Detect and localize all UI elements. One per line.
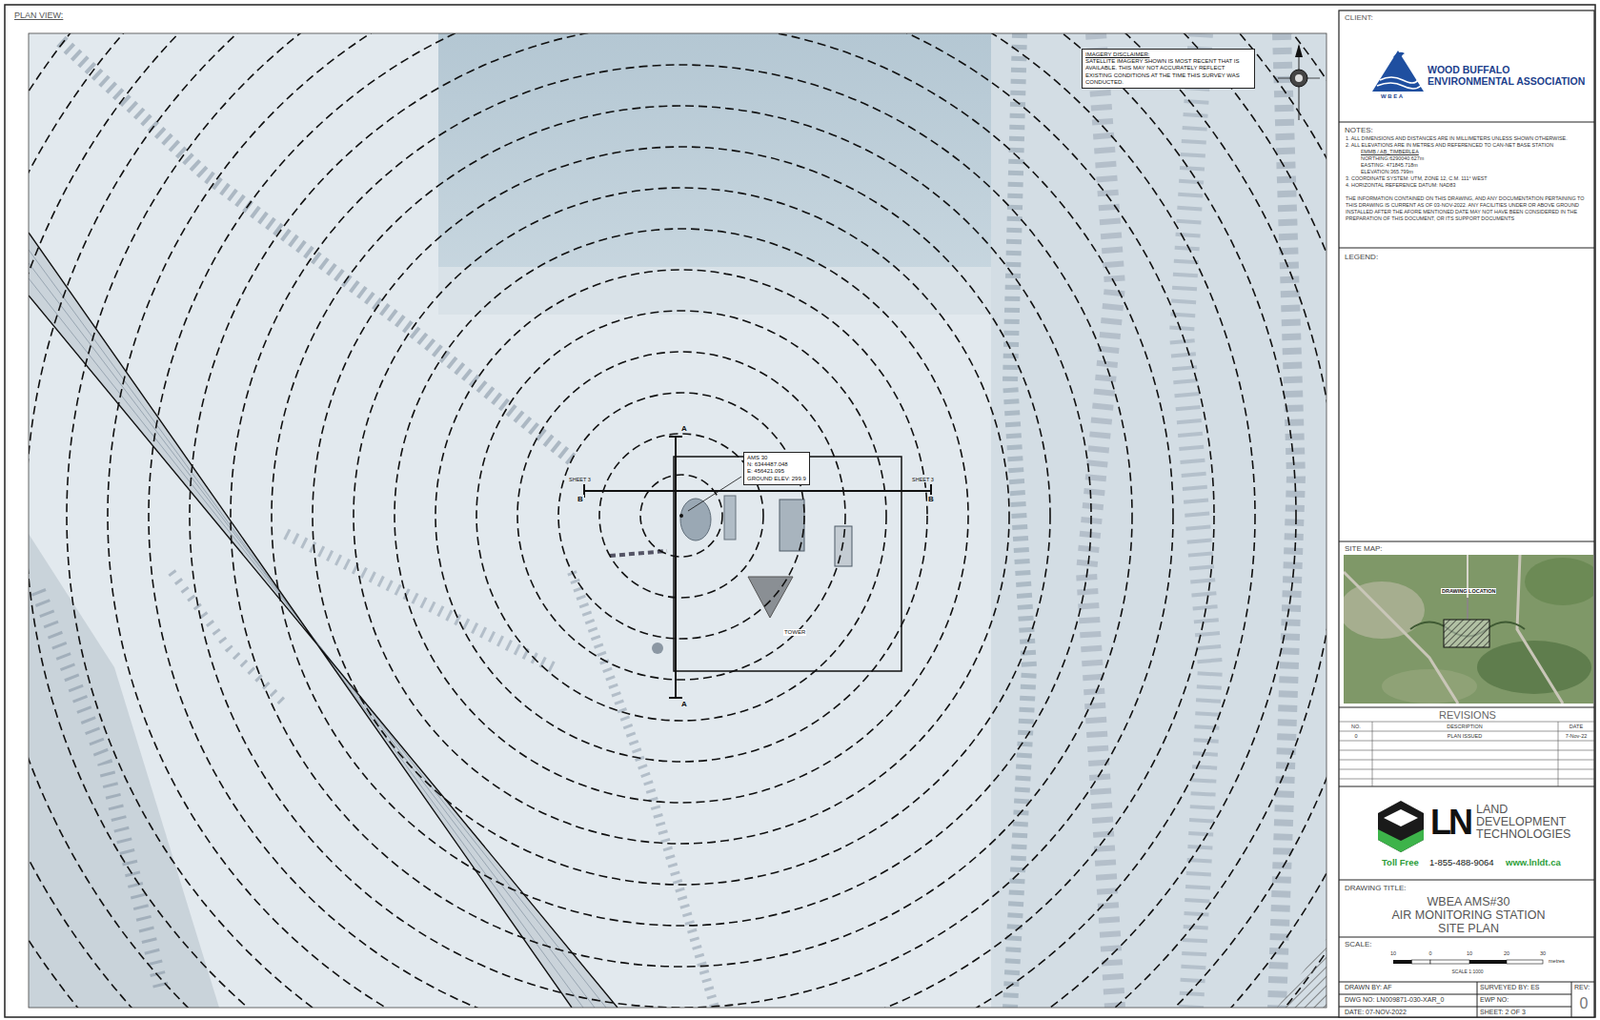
drawing-title: AIR MONITORING STATION <box>1391 908 1545 922</box>
note-text: ELEVATION:365.799m <box>1345 168 1590 176</box>
box-heading: AMS 30 <box>747 454 807 462</box>
station-callout: AMS 30N: 6344487.048E: 456421.095GROUND … <box>743 451 811 486</box>
title-field: DRAWN BY: AF <box>1344 983 1393 992</box>
title-field: DATE: 07-NOV-2022 <box>1344 1008 1407 1016</box>
title-field: SHEET: 2 OF 3 <box>1479 1008 1526 1016</box>
scale-number: 10 <box>1466 950 1473 956</box>
title-field: SURVEYED BY: ES <box>1479 983 1540 992</box>
revision-number: 0 <box>1579 995 1589 1012</box>
box-heading: IMAGERY DISCLAIMER: <box>1085 51 1252 59</box>
note-text: 4. HORIZONTAL REFERENCE DATUM: NAD83 <box>1345 182 1590 189</box>
scale-unit: metres <box>1548 957 1565 964</box>
note-text: 1. ALL DIMENSIONS AND DISTANCES ARE IN M… <box>1345 135 1590 142</box>
table-title: REVISIONS <box>1438 708 1497 722</box>
scale-number: 10 <box>1390 950 1397 956</box>
table-header: NO. <box>1351 723 1361 730</box>
contact-text: Toll Free <box>1381 857 1419 869</box>
feature-label: TOWER <box>783 628 807 636</box>
section-letter: B <box>576 494 585 504</box>
box-text: E: 456421.095 <box>747 467 807 475</box>
view-title: PLAN VIEW: <box>14 10 63 21</box>
title-field: REV: <box>1574 983 1590 992</box>
company-logo-text: LN <box>1430 805 1471 840</box>
box-text: SATELLITE IMAGERY SHOWN IS MOST RECENT T… <box>1085 58 1252 86</box>
title-field: EWP NO: <box>1479 995 1509 1004</box>
table-header: DATE <box>1569 723 1583 730</box>
map-callout: DRAWING LOCATION <box>1440 587 1497 594</box>
client-name: WOOD BUFFALO ENVIRONMENTAL ASSOCIATION <box>1427 63 1592 87</box>
drawing-title: WBEA AMS#30 <box>1427 894 1511 909</box>
panel-heading: SCALE: <box>1344 939 1372 949</box>
scale-number: 0 <box>1428 950 1432 956</box>
section-reference: SHEET 3 <box>567 476 592 483</box>
contact-text: www.lnldt.ca <box>1505 857 1561 869</box>
panel-heading: LEGEND: <box>1344 252 1378 262</box>
scale-number: 30 <box>1539 950 1546 956</box>
panel-heading: NOTES: <box>1344 125 1374 135</box>
client-logo-text: W B E A <box>1380 93 1403 101</box>
drawing-title: SITE PLAN <box>1437 921 1499 935</box>
note-text: EASTING: 471845.718m <box>1345 162 1590 169</box>
table-cell: PLAN ISSUED <box>1447 732 1482 739</box>
scale-ratio: SCALE 1:1000 <box>1451 969 1483 975</box>
disclaimer-box: IMAGERY DISCLAIMER:SATELLITE IMAGERY SHO… <box>1081 48 1256 89</box>
note-text: NORTHING:6290040.627m <box>1345 155 1590 163</box>
section-letter: B <box>927 494 935 504</box>
title-field: DWG NO: LN009871-030-XAR_0 <box>1344 995 1444 1004</box>
table-cell: 7-Nov-22 <box>1565 732 1588 739</box>
notes-column: 1. ALL DIMENSIONS AND DISTANCES ARE IN M… <box>1345 135 1590 223</box>
panel-heading: CLIENT: <box>1344 13 1374 22</box>
section-letter: A <box>680 424 689 433</box>
box-text: N: 6344487.048 <box>747 461 807 468</box>
note-text: 2. ALL ELEVATIONS ARE IN METRES AND REFE… <box>1345 141 1590 149</box>
table-header: DESCRIPTION <box>1446 723 1483 730</box>
table-cell: 0 <box>1354 732 1357 739</box>
panel-heading: DRAWING TITLE: <box>1344 883 1406 892</box>
note-paragraph: THE INFORMATION CONTAINED ON THIS DRAWIN… <box>1345 195 1590 223</box>
scale-number: 20 <box>1503 950 1510 956</box>
note-text: 3. COORDINATE SYSTEM: UTM, ZONE 12, C.M.… <box>1345 175 1590 183</box>
box-text: GROUND ELEV: 299.9 <box>747 475 807 483</box>
company-name: LAND DEVELOPMENT TECHNOLOGIES <box>1476 803 1581 841</box>
panel-heading: SITE MAP: <box>1344 544 1383 553</box>
section-letter: A <box>680 699 689 709</box>
section-reference: SHEET 3 <box>911 476 935 483</box>
contact-text: 1-855-488-9064 <box>1429 857 1495 869</box>
note-text: FMMB / AB_TIMBERLEA <box>1345 148 1590 156</box>
